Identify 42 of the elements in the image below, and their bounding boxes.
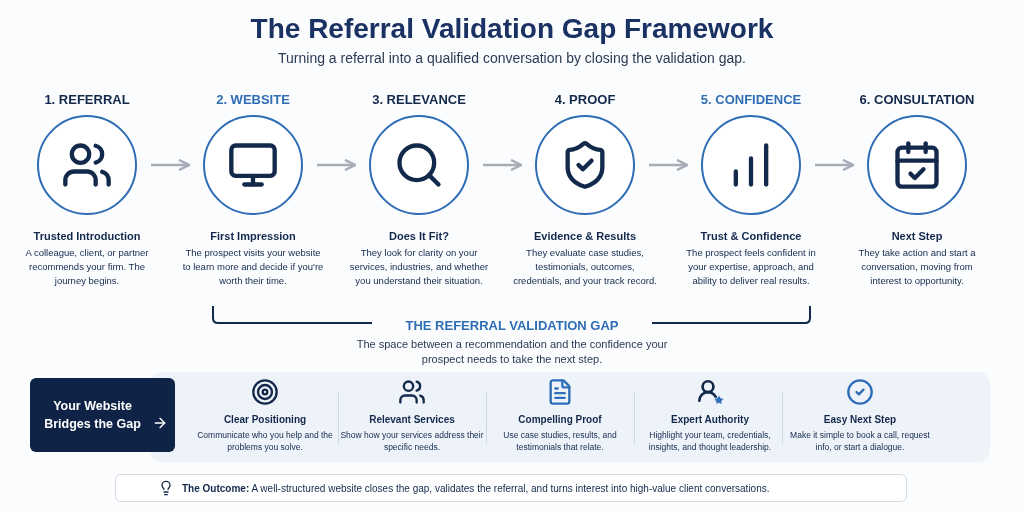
feature-description: Communicate who you help and the problems you solve.	[196, 429, 334, 453]
feature-description: Show how your services address their specific needs.	[339, 429, 485, 453]
step-title: First Impression	[209, 229, 297, 244]
feature-description: Use case studies, results, and testimonials that relate.	[502, 429, 618, 453]
step-description: They look for clarity on your services, industries, and whether you understand their situation.	[348, 246, 490, 288]
gap-description: The space between a recommendation and the confidence your prospect needs to take the next step.	[355, 337, 669, 367]
callout-box	[30, 378, 175, 452]
gap-heading: THE REFERRAL VALIDATION GAP	[404, 317, 620, 335]
features-panel	[150, 372, 990, 462]
step-title: Does It Fit?	[388, 229, 450, 244]
feature-title: Compelling Proof	[518, 413, 602, 427]
outcome-text: The Outcome: A well-structured website closes the gap, validates the referral, and turns interest into high-value client conversations.	[182, 481, 770, 496]
step-title: Trusted Introduction	[32, 229, 142, 244]
step-description: They take action and start a conversation, moving from interest to opportunity.	[857, 246, 977, 288]
arrow	[649, 158, 689, 172]
step-heading: 6. CONSULTATION	[858, 91, 976, 109]
step-heading: 3. RELEVANCE	[371, 91, 467, 109]
arrow	[317, 158, 357, 172]
subtitle: Turning a referral into a qualified conversation by closing the validation gap.	[277, 49, 747, 68]
feature-description: Make it simple to book a call, request info, or start a dialogue.	[789, 429, 931, 453]
step-title: Evidence & Results	[532, 229, 638, 244]
feature-title: Relevant Services	[369, 413, 455, 427]
title: The Referral Validation Gap Framework	[249, 12, 775, 46]
step-title: Next Step	[890, 229, 944, 244]
feature-description: Highlight your team, credentials, insights, and thought leadership.	[647, 429, 773, 453]
arrow	[815, 158, 855, 172]
feature-title: Clear Positioning	[223, 413, 307, 427]
step-heading: 2. WEBSITE	[215, 91, 291, 109]
step-description: A colleague, client, or partner recommends your firm. The journey begins.	[24, 246, 150, 288]
callout-text: Your Website Bridges the Gap	[43, 398, 142, 433]
step-heading: 1. REFERRAL	[43, 91, 131, 109]
step-description: The prospect feels confident in your expertise, approach, and ability to deliver real results.	[685, 246, 817, 288]
step-heading: 5. CONFIDENCE	[699, 91, 803, 109]
step-description: The prospect visits your website to learn more and decide if you're worth their time.	[181, 246, 325, 288]
arrow	[151, 158, 191, 172]
arrow	[483, 158, 523, 172]
step-description: They evaluate case studies, testimonials, outcomes, credentials, and your track record.	[513, 246, 657, 288]
feature-title: Expert Authority	[671, 413, 749, 427]
step-heading: 4. PROOF	[553, 91, 617, 109]
outcome-bar	[115, 474, 907, 502]
feature-title: Easy Next Step	[823, 413, 897, 427]
step-title: Trust & Confidence	[699, 229, 803, 244]
